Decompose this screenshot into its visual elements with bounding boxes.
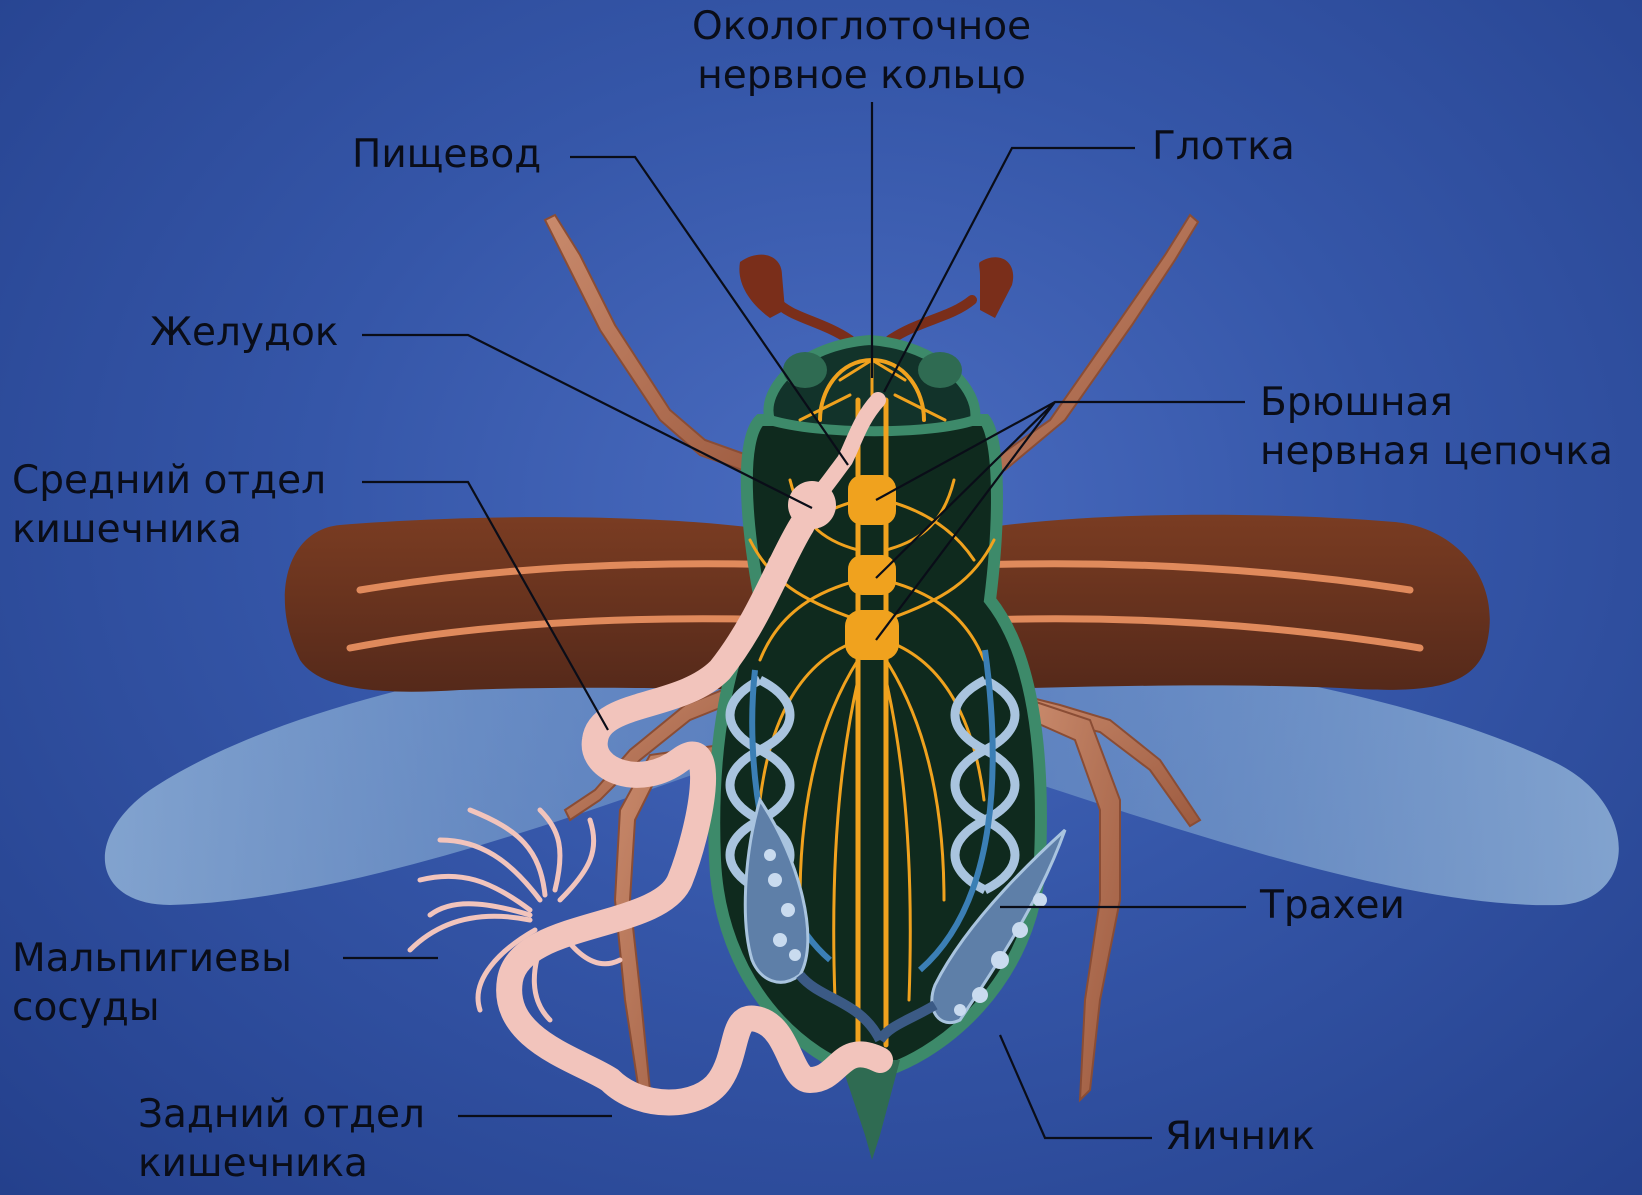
eye-right — [918, 352, 962, 388]
label-esophagus: Пищевод — [352, 130, 541, 179]
antennae — [775, 300, 972, 340]
label-tracheae: Трахеи — [1260, 881, 1405, 930]
leg-front-left — [545, 215, 775, 480]
ganglia — [845, 475, 899, 660]
ganglion-thoracic-1 — [848, 475, 896, 525]
label-ventral-nerve-cord: Брюшная нервная цепочка — [1260, 378, 1613, 476]
label-malpighian-tubules: Мальпигиевы сосуды — [12, 934, 292, 1032]
eye-left — [783, 352, 827, 388]
label-midgut: Средний отдел кишечника — [12, 456, 326, 554]
ganglion-thoracic-2 — [848, 555, 896, 595]
label-ovary: Яичник — [1165, 1112, 1315, 1161]
tail-tip — [840, 1060, 900, 1160]
leader-ovary — [1000, 1035, 1152, 1138]
label-pharynx: Глотка — [1152, 122, 1295, 171]
label-stomach: Желудок — [150, 308, 338, 357]
ganglion-thoracic-3 — [845, 610, 899, 660]
label-circumpharyngeal-ring: Окологлоточное нервное кольцо — [692, 2, 1031, 100]
label-hindgut: Задний отдел кишечника — [138, 1090, 425, 1188]
antenna-club-left — [739, 255, 785, 318]
antenna-club-right — [979, 257, 1013, 318]
